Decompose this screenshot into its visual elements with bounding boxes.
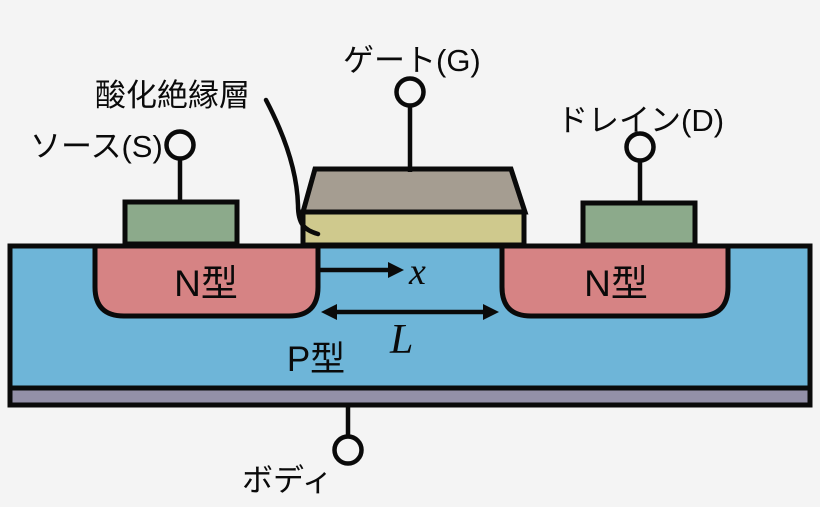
gate-oxide-layer <box>300 209 527 248</box>
gate-terminal-circle <box>394 76 426 108</box>
source-contact <box>122 199 240 247</box>
drain-terminal-label: ドレイン(D) <box>557 103 724 138</box>
oxide-layer-label: 酸化絶縁層 <box>95 78 250 113</box>
source-terminal-label: ソース(S) <box>30 129 163 164</box>
x-axis-arrowhead <box>388 262 404 278</box>
channel-length-arrowhead-left <box>321 304 337 320</box>
body-terminal-label: ボディ <box>242 463 333 498</box>
n-region-drain-label: N型 <box>584 263 648 304</box>
gate-terminal-label: ゲート(G) <box>343 43 481 78</box>
source-terminal-circle <box>164 129 196 161</box>
channel-length-label: L <box>389 317 413 363</box>
channel-length-arrow <box>321 304 499 320</box>
n-region-drain <box>499 243 731 319</box>
n-region-source-label: N型 <box>174 263 238 304</box>
x-axis-label: x <box>408 251 426 293</box>
p-region-label: P型 <box>287 340 345 379</box>
gate-electrode <box>299 166 529 215</box>
x-axis-arrow <box>320 262 404 278</box>
drain-terminal-circle <box>624 131 656 163</box>
body-contact-layer <box>7 385 813 408</box>
body-terminal-circle <box>332 434 364 466</box>
drain-contact <box>580 200 698 248</box>
oxide-label-leader-line <box>263 97 321 237</box>
n-region-source <box>92 243 321 319</box>
channel-length-arrowhead-right <box>483 304 499 320</box>
